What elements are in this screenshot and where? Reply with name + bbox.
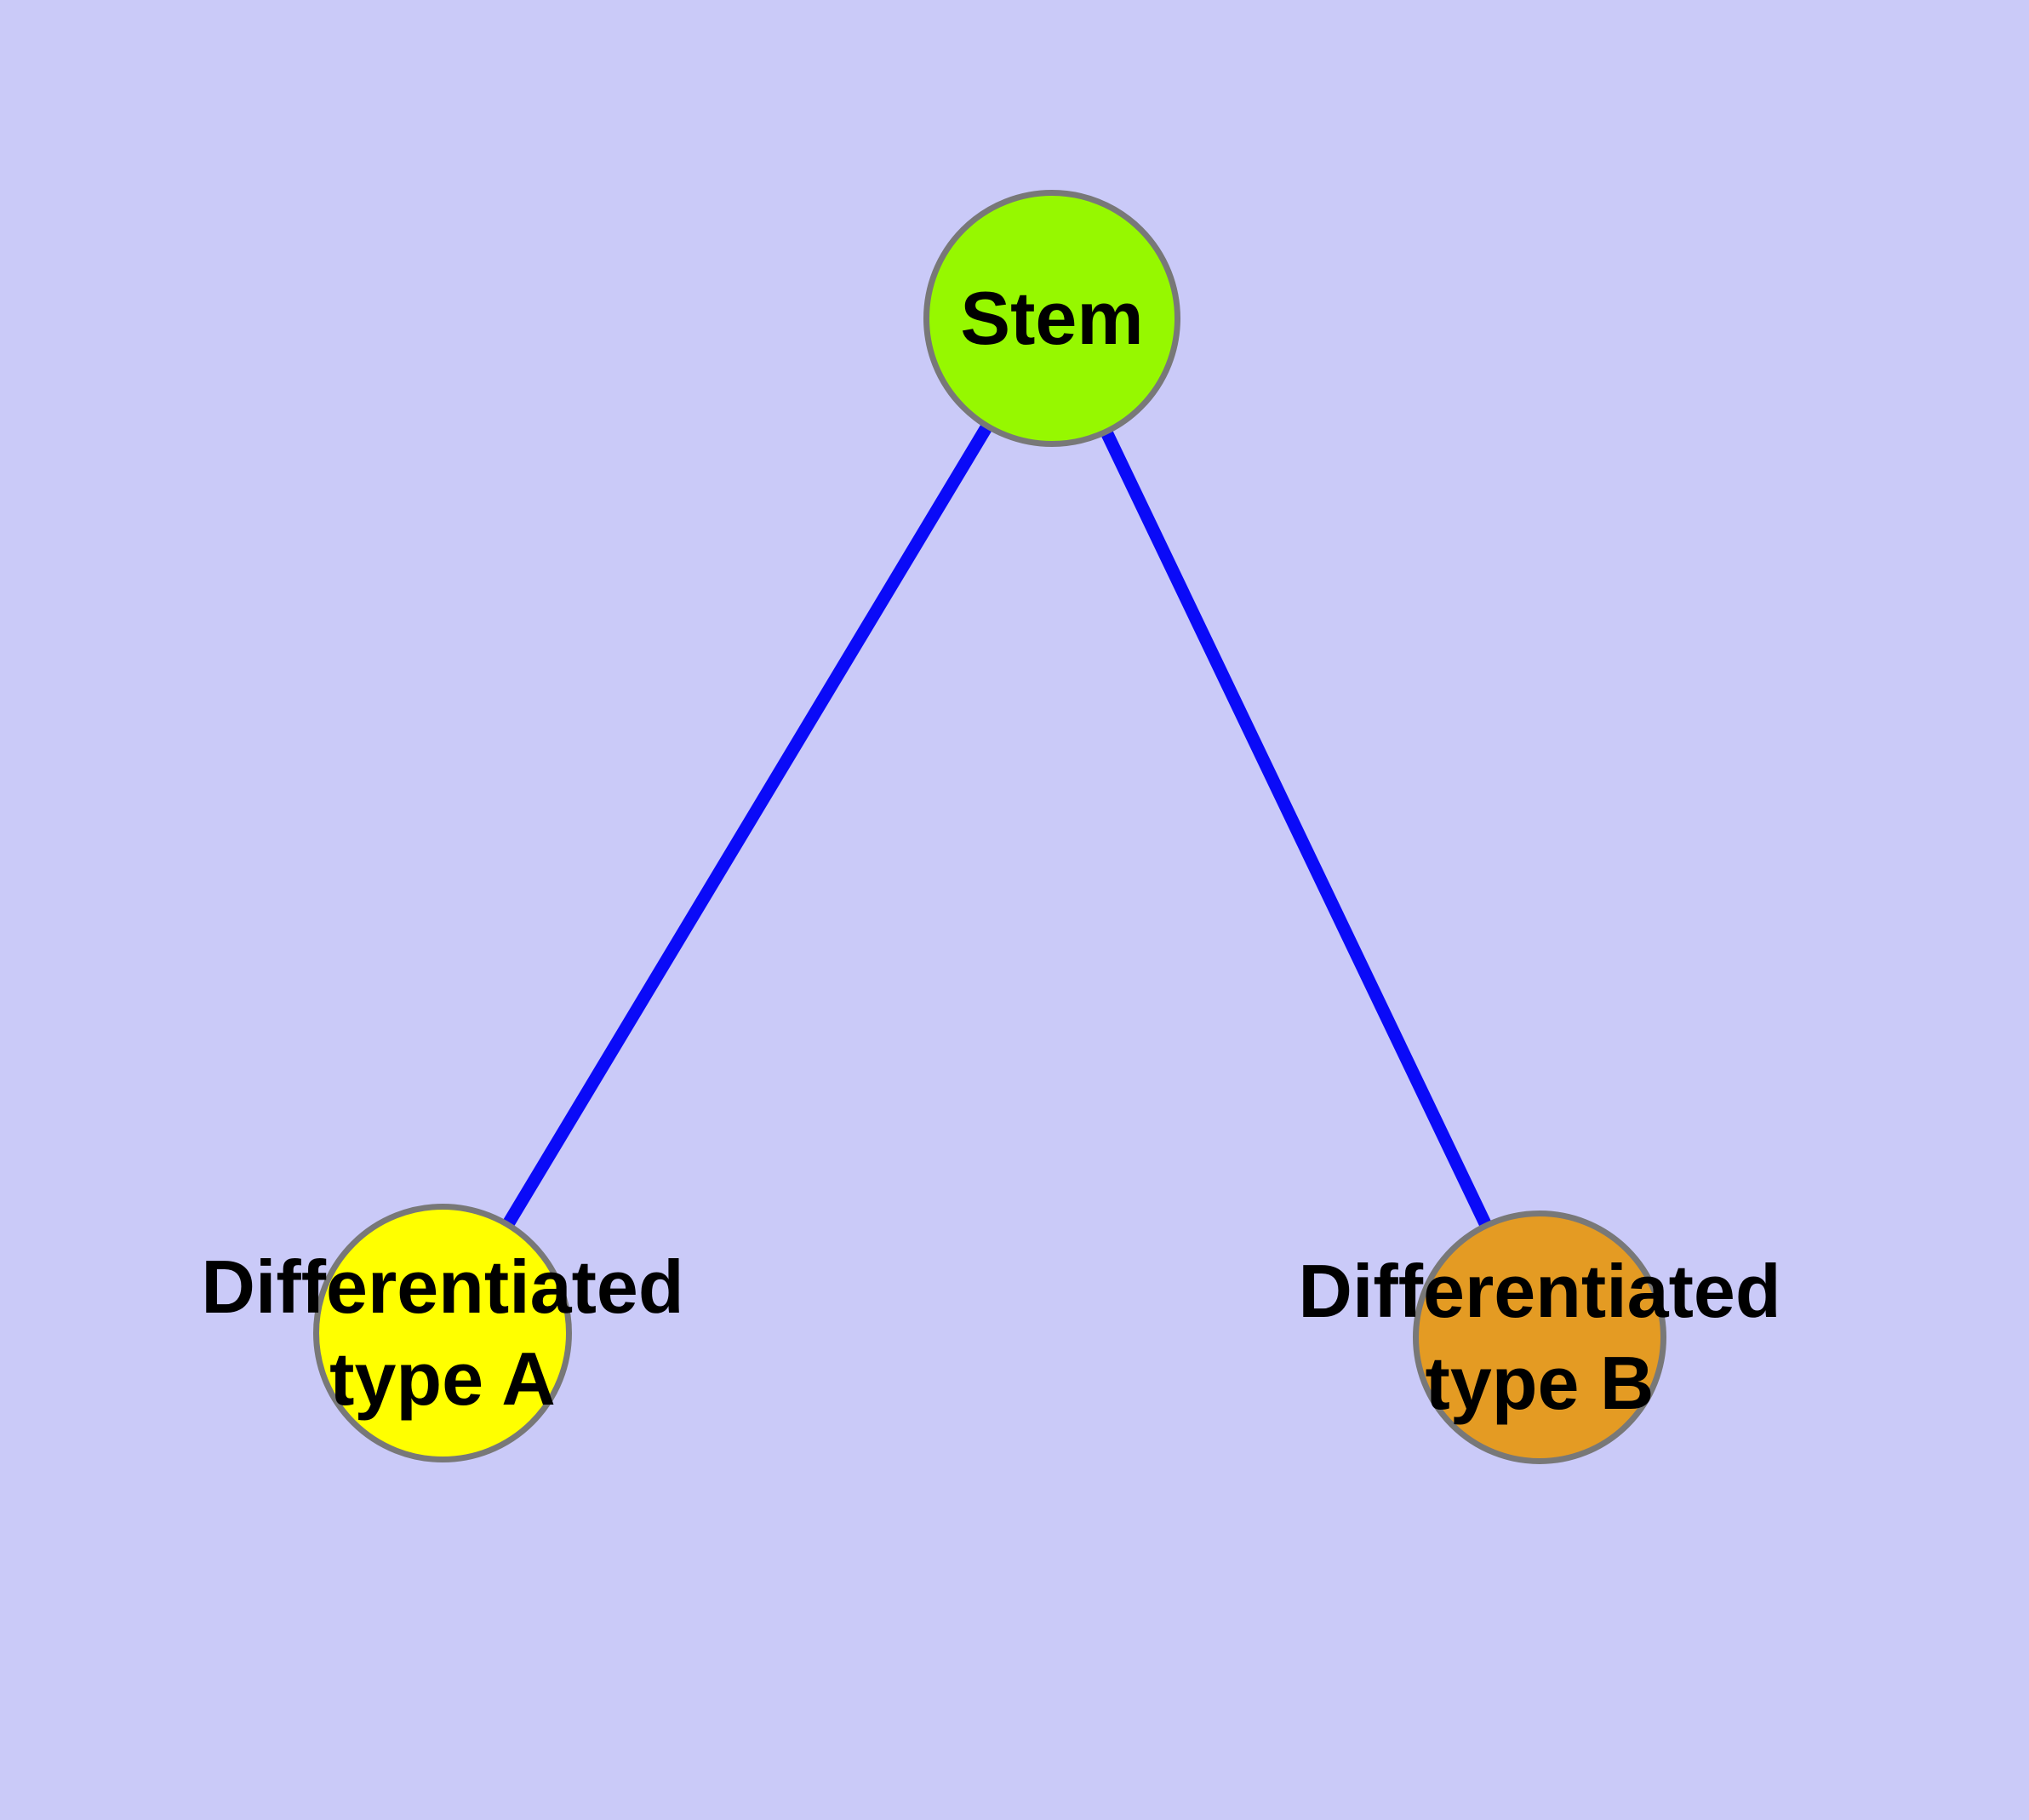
edge-stem-to-type-a — [437, 315, 1058, 1336]
node-stem: Stem — [923, 190, 1180, 447]
node-stem-label: Stem — [960, 276, 1144, 360]
node-differentiated-type-a: Differentiated type A — [201, 1204, 684, 1462]
edge-stem-to-type-b — [1046, 315, 1546, 1341]
node-differentiated-type-b: Differentiated type B — [1298, 1210, 1781, 1464]
